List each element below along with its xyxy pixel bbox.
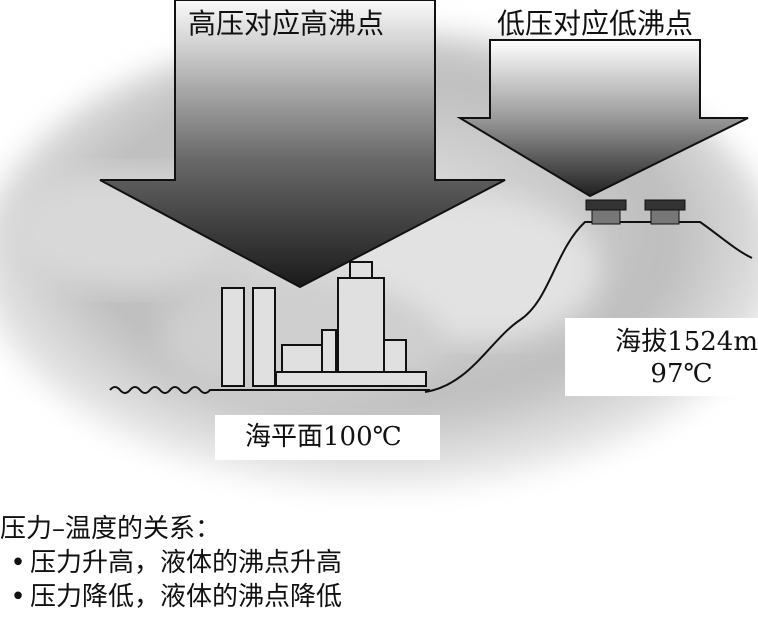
bullet-icon: • [10,582,26,612]
notes-heading: 压力–温度的关系： [0,514,222,544]
city-buildings [221,261,427,387]
mountain-houses [585,199,686,225]
low-pressure-arrow [456,39,749,198]
altitude-label: 海拔1524m 97℃ [565,318,758,396]
sea-waves [109,386,430,394]
altitude-temperature: 97℃ [650,359,713,389]
altitude-value: 海拔1524m [615,327,758,357]
mountain [424,221,753,393]
pressure-temperature-notes: 压力–温度的关系： •压力升高，液体的沸点升高 •压力降低，液体的沸点降低 [0,512,342,614]
sea-level-label: 海平面100℃ [215,415,440,460]
high-pressure-arrow [99,0,506,289]
note-text: 压力升高，液体的沸点升高 [30,548,343,578]
high-pressure-title: 高压对应高沸点 [188,7,385,40]
note-item: •压力降低，液体的沸点降低 [0,580,342,614]
bullet-icon: • [10,548,26,578]
low-pressure-title: 低压对应低沸点 [497,7,694,40]
note-item: •压力升高，液体的沸点升高 [0,546,342,580]
note-text: 压力降低，液体的沸点降低 [30,582,343,612]
